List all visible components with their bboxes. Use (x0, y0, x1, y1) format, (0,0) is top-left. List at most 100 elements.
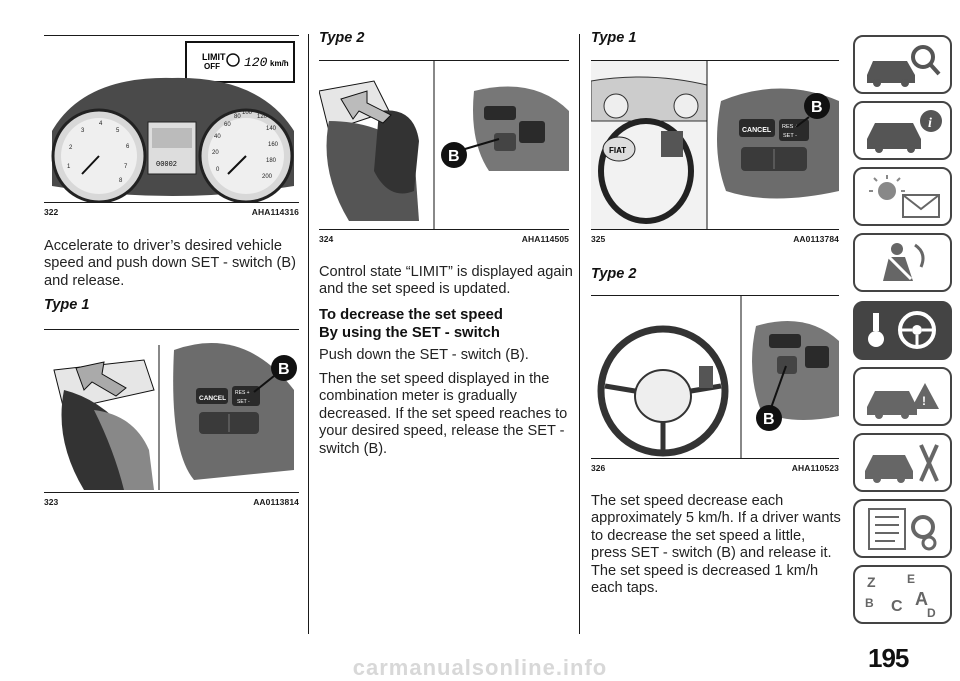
marker-b: B (763, 411, 775, 428)
figure-326-steering-wheel: B (591, 296, 839, 458)
svg-text:200: 200 (262, 174, 273, 180)
svg-text:20: 20 (212, 150, 219, 156)
car-info-icon: i (867, 110, 942, 153)
figure-number: 326 (591, 463, 606, 473)
svg-text:i: i (928, 116, 932, 131)
page-number: 195 (868, 643, 909, 673)
svg-text:1: 1 (67, 164, 71, 170)
figure-bottom-rule (591, 458, 839, 459)
marker-b: B (811, 99, 823, 116)
speed-unit: km/h (270, 59, 289, 68)
tab-car-info[interactable]: i (853, 101, 952, 160)
svg-text:Z: Z (867, 574, 876, 590)
type-heading: Type 2 (591, 266, 637, 282)
svg-text:120: 120 (257, 114, 268, 120)
figure-number: 324 (319, 234, 334, 244)
tab-starting-driving[interactable] (853, 301, 952, 360)
figure-code: AHA110523 (791, 463, 839, 473)
technical-data-icon (868, 508, 937, 551)
figure-code: AA0113784 (793, 234, 839, 244)
svg-text:60: 60 (224, 122, 231, 128)
car-breakdown-icon: ! (867, 383, 939, 419)
svg-text:0: 0 (216, 167, 220, 173)
figure-caption: 325 AA0113784 (591, 234, 839, 244)
set-label: SET - (237, 399, 250, 405)
figure-324-stalk-switch: B (319, 61, 569, 229)
paragraph: The set speed decrease each approximatel… (591, 493, 841, 597)
svg-text:140: 140 (266, 126, 277, 132)
figure-bottom-rule (591, 229, 839, 230)
column-divider-2 (579, 34, 580, 634)
figure-code: AHA114505 (521, 234, 569, 244)
figure-top-rule (44, 329, 299, 330)
type-heading: Type 1 (591, 30, 637, 46)
marker-b: B (278, 361, 290, 378)
figure-number: 323 (44, 497, 59, 507)
car-search-icon (867, 45, 941, 87)
figure-bottom-rule (44, 492, 299, 493)
svg-text:6: 6 (126, 144, 130, 150)
off-label: OFF (204, 62, 220, 71)
type-heading: Type 1 (44, 297, 90, 313)
set-speed-readout: 120 (244, 55, 268, 70)
svg-text:E: E (907, 572, 915, 586)
svg-text:100: 100 (242, 110, 253, 116)
brand-logo: FIAT (609, 146, 626, 155)
type-heading: Type 2 (319, 30, 365, 46)
section-heading: To decrease the set speed (319, 307, 503, 323)
svg-text:A: A (915, 589, 928, 609)
column-divider-1 (308, 34, 309, 634)
figure-caption: 326 AHA110523 (591, 463, 839, 473)
tab-warning-lights[interactable] (853, 167, 952, 226)
tab-technical-data[interactable] (853, 499, 952, 558)
svg-text:C: C (891, 598, 903, 615)
figure-number: 325 (591, 234, 606, 244)
tab-seatbelt-airbag[interactable] (853, 233, 952, 292)
set-label: SET - (783, 133, 797, 139)
svg-text:D: D (927, 606, 936, 620)
res-label: RES + (235, 390, 250, 396)
svg-text:7: 7 (124, 164, 128, 170)
watermark: carmanualsonline.info (352, 655, 608, 680)
svg-text:80: 80 (234, 114, 241, 120)
seatbelt-airbag-icon (883, 243, 925, 281)
figure-top-rule (591, 295, 839, 296)
cancel-label: CANCEL (742, 127, 772, 134)
figure-caption: 322 AHA114316 (44, 207, 299, 217)
warning-lights-icon (869, 175, 940, 218)
cancel-label: CANCEL (199, 395, 226, 402)
figure-bottom-rule (44, 202, 299, 203)
paragraph: Control state “LIMIT” is displayed again… (319, 264, 573, 298)
paragraph: Then the set speed displayed in the comb… (319, 371, 568, 457)
figure-325-dashboard-switch: FIAT CANCEL RES + SET - B (591, 61, 839, 229)
res-label: RES + (782, 124, 798, 130)
paragraph: Push down the SET - switch (B). (319, 347, 529, 363)
tab-car-search[interactable] (853, 35, 952, 94)
figure-code: AHA114316 (251, 207, 299, 217)
figure-caption: 323 AA0113814 (44, 497, 299, 507)
paragraph: Accelerate to driver’s desired vehicle s… (44, 238, 297, 289)
svg-text:40: 40 (214, 134, 221, 140)
svg-text:!: ! (922, 394, 926, 408)
sub-heading: By using the SET - switch (319, 325, 500, 341)
figure-caption: 324 AHA114505 (319, 234, 569, 244)
figure-code: AA0113814 (253, 497, 299, 507)
svg-text:5: 5 (116, 128, 120, 134)
svg-text:3: 3 (81, 128, 85, 134)
odometer: 00002 (156, 161, 177, 169)
key-steering-wheel-icon (868, 311, 936, 349)
figure-number: 322 (44, 207, 59, 217)
figure-top-rule (591, 60, 839, 61)
car-service-icon (865, 444, 939, 483)
svg-text:180: 180 (266, 158, 277, 164)
figure-top-rule (44, 35, 299, 36)
svg-text:B: B (865, 596, 874, 610)
limit-label: LIMIT (202, 52, 226, 62)
figure-top-rule (319, 60, 569, 61)
svg-text:8: 8 (119, 178, 123, 184)
tab-emergency[interactable]: ! (853, 367, 952, 426)
svg-text:2: 2 (69, 145, 73, 151)
tab-servicing[interactable] (853, 433, 952, 492)
figure-323-steering-switch: CANCEL RES + SET - B (44, 330, 299, 492)
